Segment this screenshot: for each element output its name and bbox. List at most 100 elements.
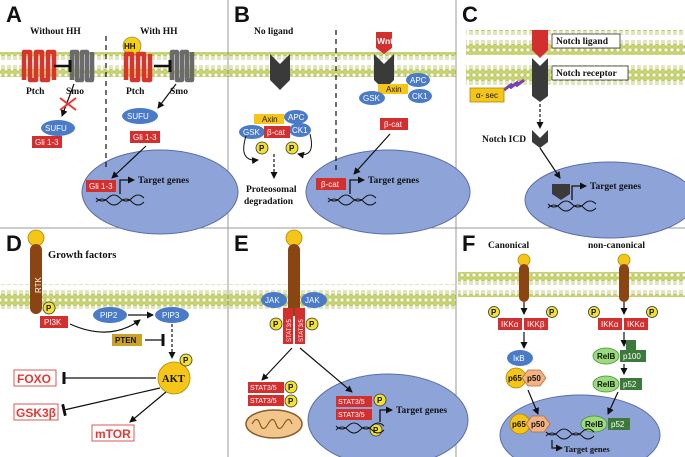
- stat-rec-2: [295, 308, 305, 344]
- svg-text:P: P: [183, 356, 189, 365]
- gsk3b-box: [13, 403, 59, 421]
- p52-nuc-label: p52: [611, 420, 625, 429]
- p100-tail: [626, 340, 636, 350]
- proteosomal-label: Proteosomal: [246, 185, 297, 195]
- rtk-label: RTK: [34, 276, 43, 293]
- svg-text:P: P: [491, 308, 497, 317]
- pip3-oval: [155, 307, 189, 323]
- akt-circle: [157, 361, 191, 395]
- p-f3: [588, 306, 600, 318]
- gsk-right-label: GSK: [363, 94, 381, 103]
- dna-f: [545, 428, 595, 440]
- apc-left: [284, 110, 308, 124]
- alpha-sec-box: [469, 87, 505, 103]
- ptch-label-left: Ptch: [26, 87, 45, 97]
- p50-cyto: [521, 369, 547, 387]
- p65-cyto-label: p65: [508, 374, 522, 383]
- ikb-label: IκB: [513, 354, 525, 363]
- beta-cat-cyto: [380, 118, 408, 130]
- pip2-label: PIP2: [100, 311, 118, 320]
- p52-cyto-label: p52: [623, 380, 637, 389]
- relb-cyto-2: [592, 375, 620, 393]
- svg-text:P: P: [259, 144, 265, 153]
- p100-label: p100: [623, 352, 641, 361]
- svg-text:STAT3/5: STAT3/5: [338, 399, 365, 406]
- notch-receptor-label: Notch receptor: [556, 69, 618, 79]
- ikkb-canonical: [524, 318, 548, 330]
- target-genes-f: Target genes: [564, 444, 610, 454]
- gsk-left-label: GSK: [243, 128, 261, 137]
- dna-a: [95, 194, 145, 206]
- p52-cyto: [620, 378, 642, 390]
- p65-nuc-label: p65: [512, 420, 526, 429]
- jak-right-label: JAK: [305, 296, 320, 305]
- growth-factor: [27, 229, 45, 247]
- p-e3: [284, 380, 298, 394]
- panel-a: A Without HH With HH Ptch Smo SUFU Gli 1…: [6, 2, 195, 206]
- alpha-sec-label: α- sec: [476, 91, 498, 100]
- membrane-f: [458, 272, 685, 297]
- smo-receptor-left: [69, 49, 95, 83]
- beta-cat-left-label: β-cat: [267, 128, 286, 137]
- ck1-right-label: CK1: [412, 92, 428, 101]
- panel-d: D Growth factors RTK P PI3K PIP2 PIP3 PT…: [6, 229, 193, 442]
- no-ligand-label: No ligand: [254, 27, 294, 37]
- pten-box: [112, 334, 142, 346]
- svg-text:STAT3/5: STAT3/5: [299, 319, 305, 342]
- svg-text:STAT3/5: STAT3/5: [287, 319, 293, 342]
- pten-label: PTEN: [115, 336, 137, 345]
- svg-text:P: P: [288, 397, 294, 406]
- receptor-canonical: [519, 264, 529, 302]
- p52-nuc: [608, 418, 630, 430]
- p-d1: [42, 301, 56, 315]
- stat-cyto-1: [248, 382, 284, 393]
- p-b1: [255, 141, 269, 155]
- mtor-box: [91, 424, 135, 442]
- notch-icd: [532, 130, 548, 148]
- beta-cat-nuclear: [316, 178, 346, 190]
- panel-f-letter: F: [462, 231, 475, 256]
- apc-right: [406, 73, 430, 87]
- p-e2: [305, 317, 319, 331]
- beta-cat-nuclear-label: β-cat: [321, 180, 340, 189]
- stat-cyto-2: [248, 395, 284, 406]
- panel-c-letter: C: [462, 2, 478, 27]
- axin-left-label: Axin: [262, 115, 278, 124]
- p50-cyto-label: p50: [527, 374, 541, 383]
- ikka-nc-1-label: IKKα: [601, 320, 619, 329]
- pi3k-box: [40, 316, 68, 328]
- p50-nuc: [525, 415, 551, 433]
- relb-cyto: [592, 347, 620, 365]
- apc-left-label: APC: [288, 113, 305, 122]
- p100-box: [620, 350, 646, 362]
- p-e5: [373, 393, 387, 407]
- ikkb-canonical-label: IKKβ: [527, 320, 545, 329]
- apc-right-label: APC: [410, 76, 427, 85]
- svg-text:P: P: [46, 304, 52, 313]
- ikka-canonical-label: IKKα: [501, 320, 519, 329]
- jak-left: [261, 292, 287, 308]
- svg-text:P: P: [289, 144, 295, 153]
- notch-ligand-box: [551, 33, 621, 49]
- nucleus-f: [499, 394, 661, 457]
- with-hh-label: With HH: [140, 27, 178, 37]
- ptch-receptor-right: [123, 51, 153, 83]
- cleavage-bolt: [503, 78, 525, 92]
- panel-b-letter: B: [234, 2, 250, 27]
- axin-right: [378, 84, 408, 94]
- panel-a-letter: A: [6, 2, 22, 27]
- wnt-ligand: [376, 32, 392, 54]
- ikka-nc-1: [598, 318, 622, 330]
- relb-nuc-label: RelB: [585, 420, 603, 429]
- p-f2: [546, 306, 558, 318]
- svg-text:P: P: [273, 320, 279, 329]
- ikka-nc-2: [624, 318, 648, 330]
- sufu-right-label: SUFU: [127, 112, 149, 121]
- target-genes-a: Target genes: [138, 176, 189, 186]
- sufu-right: [122, 108, 158, 124]
- panel-e-letter: E: [234, 231, 249, 256]
- p-e1: [269, 317, 283, 331]
- svg-text:STAT3/5: STAT3/5: [338, 412, 365, 419]
- notch-ligand-label: Notch ligand: [556, 37, 609, 47]
- smo-receptor-right: [169, 49, 195, 83]
